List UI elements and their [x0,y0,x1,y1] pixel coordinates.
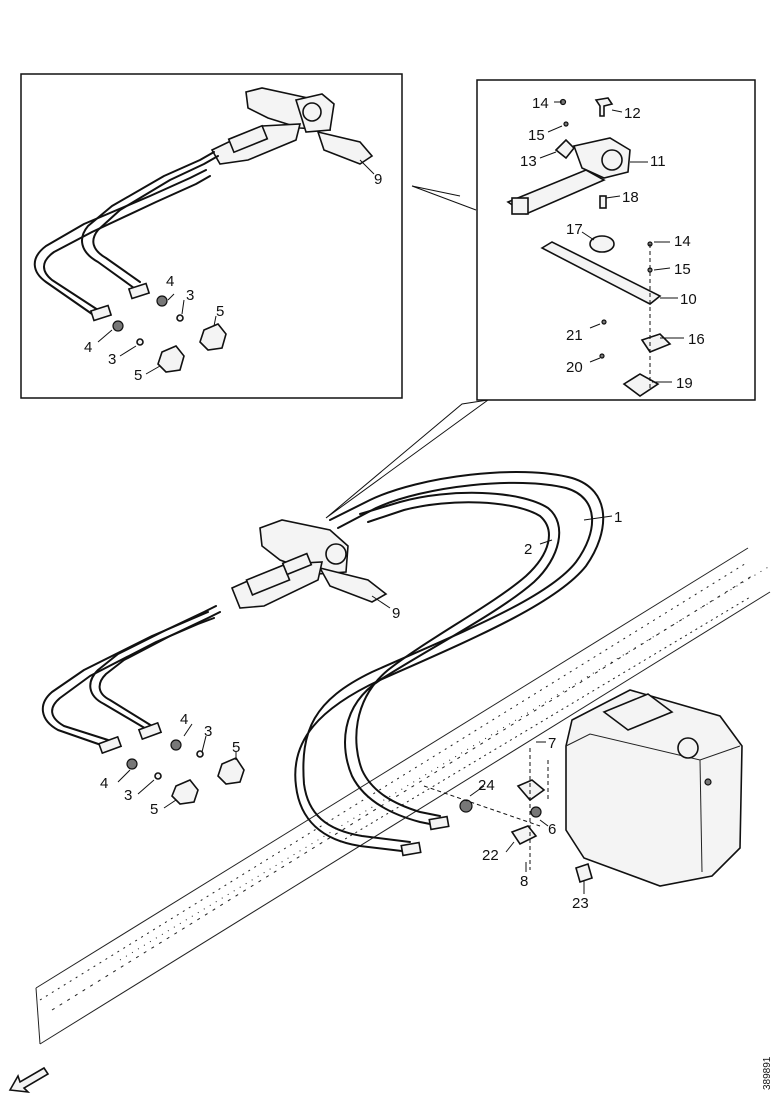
label-7: 7 [548,735,556,752]
callout-pointer-right [325,399,489,519]
detail-inset-left [20,73,403,399]
label-9-main: 9 [392,605,400,622]
reservoir-tank [565,689,743,887]
pipe-inner-main [344,491,561,827]
pedal-bracket-detail [210,87,374,165]
detail-inset-right [476,79,756,401]
label-4-inset-b: 4 [84,339,92,356]
label-3-main-a: 3 [204,723,212,740]
part-labels: 9 4 3 5 4 3 5 14 12 15 13 11 18 17 14 15… [84,95,705,912]
label-19: 19 [676,375,693,392]
label-9-inset: 9 [374,171,382,188]
label-11: 11 [650,153,666,170]
label-5-inset-a: 5 [216,303,224,320]
label-20: 20 [566,359,583,376]
label-6: 6 [548,821,556,838]
label-3-main-b: 3 [124,787,132,804]
label-8: 8 [520,873,528,890]
label-14-inset-a: 14 [532,95,549,112]
label-10: 10 [680,291,697,308]
drawing-number: 389891 [762,1056,773,1090]
label-12: 12 [624,105,641,122]
label-21: 21 [566,327,583,344]
label-1: 1 [614,509,622,526]
label-3-inset-b: 3 [108,351,116,368]
label-2: 2 [524,541,532,558]
fittings-detail [89,282,227,373]
label-5-main-b: 5 [150,801,158,818]
label-5-main-a: 5 [232,739,240,756]
label-4-inset-a: 4 [166,273,174,290]
label-14-inset-b: 14 [674,233,691,250]
pipe-front-inner [89,605,221,731]
label-23: 23 [572,895,589,912]
label-17: 17 [566,221,583,238]
label-5-inset-b: 5 [134,367,142,384]
label-13: 13 [520,153,537,170]
label-16: 16 [688,331,705,348]
label-18: 18 [622,189,639,206]
label-15-inset-a: 15 [528,127,545,144]
pipe-outer-main [294,471,605,853]
pipe-outer-detail [33,169,211,315]
mounting-hardware [423,748,593,884]
direction-arrow [8,1066,50,1094]
pedal-bracket-main [230,519,388,609]
label-24: 24 [478,777,495,794]
label-4-main-b: 4 [100,775,108,792]
callout-pointer-left [411,185,477,211]
pipe-inner-detail [81,151,219,289]
label-3-inset-a: 3 [186,287,194,304]
label-15-inset-b: 15 [674,261,691,278]
label-4-main-a: 4 [180,711,188,728]
main-leaders [117,515,613,894]
label-22: 22 [482,847,499,864]
pipe-fittings-main [97,721,450,857]
pedal-parts-detail [506,97,672,397]
